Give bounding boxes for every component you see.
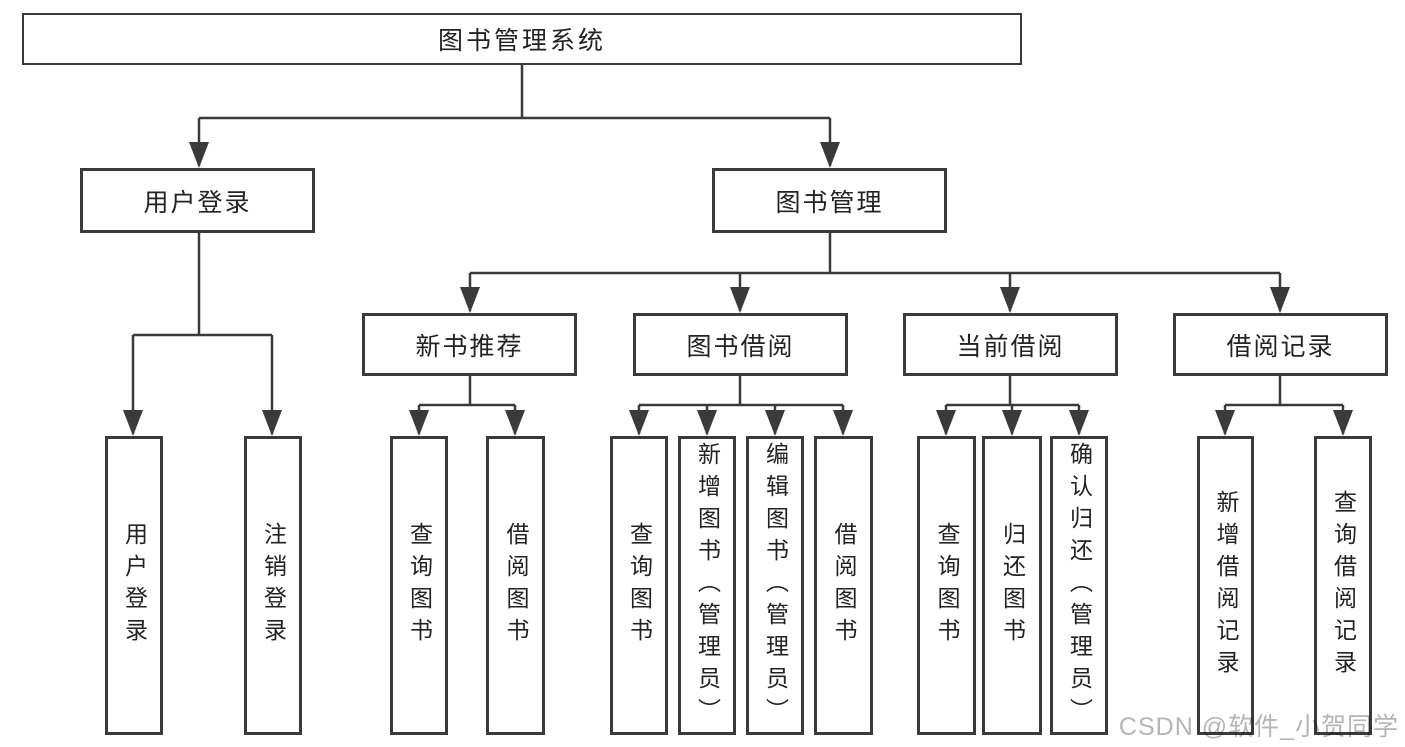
connector-root-to-level2 [197, 65, 832, 166]
leaf-return-books: 归还图书 [982, 436, 1042, 735]
leaf-query-borrow-record: 查询借阅记录 [1314, 436, 1372, 735]
leaf-edit-books-admin: 编辑图书（管理员） [746, 436, 804, 735]
leaf-logout: 注销登录 [244, 436, 302, 735]
leaf-query-books-3: 查询图书 [917, 436, 976, 735]
node-current-borrow: 当前借阅 [903, 313, 1118, 376]
connector-records-branch [1223, 376, 1345, 434]
connector-userlogin-branch [131, 233, 274, 434]
connector-newbook-branch [417, 376, 517, 434]
connector-borrow-branch [637, 376, 845, 434]
leaf-query-books-1: 查询图书 [390, 436, 448, 735]
leaf-add-borrow-record: 新增借阅记录 [1197, 436, 1254, 735]
node-user-login: 用户登录 [80, 168, 315, 233]
leaf-borrow-books-1: 借阅图书 [486, 436, 545, 735]
node-library-system: 图书管理系统 [22, 13, 1022, 65]
connector-bookmgmt-branch [468, 233, 1282, 311]
node-book-borrow: 图书借阅 [633, 313, 848, 376]
leaf-confirm-return-admin: 确认归还（管理员） [1050, 436, 1108, 735]
csdn-watermark: CSDN @软件_小贺同学 [1118, 713, 1399, 741]
node-borrow-records: 借阅记录 [1173, 313, 1388, 376]
leaf-borrow-books-2: 借阅图书 [814, 436, 873, 735]
leaf-query-books-2: 查询图书 [610, 436, 668, 735]
node-book-management: 图书管理 [712, 168, 947, 233]
node-new-book-recommend: 新书推荐 [362, 313, 577, 376]
connector-arrowheads [123, 142, 1353, 436]
leaf-user-login: 用户登录 [105, 436, 163, 735]
leaf-add-books-admin: 新增图书（管理员） [678, 436, 736, 735]
